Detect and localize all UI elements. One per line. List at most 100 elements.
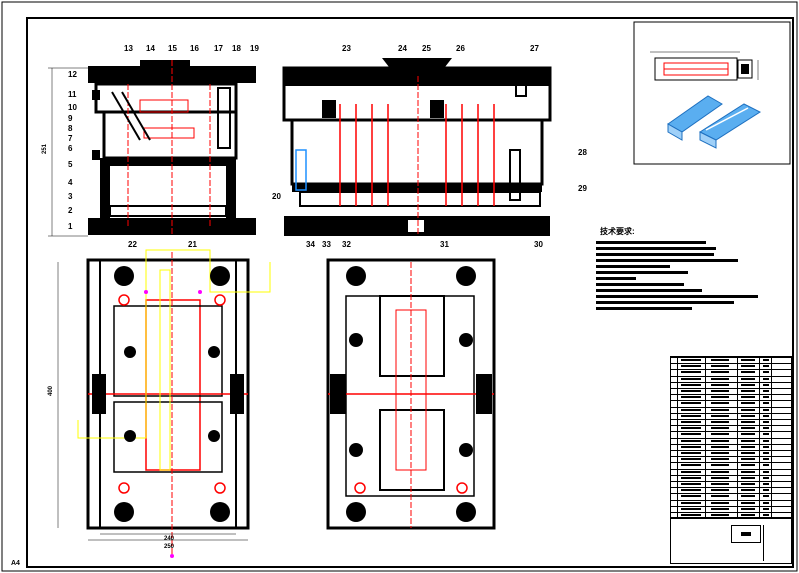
title-block: [670, 356, 792, 564]
parts-list-entry: [763, 501, 769, 504]
title-block-row-line: [671, 450, 791, 451]
parts-list-entry: [741, 396, 755, 399]
parts-list-entry: [681, 501, 701, 504]
parts-list-entry: [681, 371, 701, 374]
parts-list-entry: [763, 365, 769, 368]
part-number: 31: [440, 240, 449, 249]
title-block-sign-cell: [763, 525, 790, 561]
parts-list-entry: [741, 377, 755, 380]
title-block-row-line: [671, 369, 791, 371]
parts-list-entry: [711, 383, 729, 386]
part-number: 4: [68, 178, 73, 187]
parts-list-entry: [741, 433, 755, 436]
part-number: 9: [68, 114, 73, 123]
title-block-row-line: [671, 412, 791, 414]
parts-list-entry: [711, 470, 729, 473]
parts-list-entry: [681, 476, 701, 479]
parts-list-entry: [711, 476, 729, 479]
title-block-row-line: [671, 394, 791, 396]
note-line: [596, 265, 670, 268]
parts-list-entry: [711, 433, 729, 436]
title-block-row-line: [671, 474, 791, 476]
title-block-name-fill: [741, 532, 751, 536]
title-block-divider: [671, 517, 791, 519]
notes-title: 技术要求:: [600, 227, 635, 236]
parts-list-entry: [763, 464, 769, 467]
parts-list-entry: [681, 421, 701, 423]
part-number: 11: [68, 90, 77, 99]
note-line: [596, 283, 684, 286]
parts-list-entry: [681, 464, 701, 467]
parts-list-entry: [741, 501, 755, 504]
parts-list-entry: [741, 402, 755, 405]
title-block-row-line: [671, 381, 791, 383]
parts-list-entry: [741, 452, 755, 454]
parts-list-entry: [763, 371, 769, 374]
note-line: [596, 277, 636, 280]
part-number: 2: [68, 206, 73, 215]
part-number: 7: [68, 134, 73, 143]
title-block-row-line: [671, 462, 791, 464]
parts-list-entry: [741, 507, 755, 510]
parts-list-entry: [763, 414, 769, 417]
title-block-row-line: [671, 375, 791, 377]
title-block-row-line: [671, 437, 791, 439]
parts-list-entry: [711, 359, 729, 361]
title-block-row-line: [671, 419, 791, 420]
part-number: 12: [68, 70, 77, 79]
parts-list-entry: [741, 439, 755, 442]
parts-list-entry: [681, 514, 701, 516]
title-block-row-line: [671, 431, 791, 433]
part-number: 19: [250, 44, 259, 53]
title-block-row-line: [671, 456, 791, 458]
parts-list-entry: [741, 359, 755, 361]
parts-list-entry: [763, 445, 769, 448]
title-block-row-line: [671, 505, 791, 507]
part-number: 32: [342, 240, 351, 249]
part-number: 34: [306, 240, 315, 249]
parts-list-entry: [711, 507, 729, 510]
parts-list-entry: [741, 458, 755, 461]
parts-list-entry: [681, 402, 701, 405]
left-section-view: [48, 60, 256, 237]
title-block-column-line: [677, 357, 678, 517]
parts-list-entry: [763, 427, 769, 430]
parts-list-entry: [681, 439, 701, 442]
parts-list-entry: [681, 489, 701, 492]
note-line: [596, 289, 702, 292]
parts-list-entry: [681, 433, 701, 436]
parts-list-entry: [741, 464, 755, 467]
parts-list-entry: [711, 452, 729, 454]
parts-list-entry: [741, 383, 755, 386]
part-number: 25: [422, 44, 431, 53]
parts-list-entry: [681, 365, 701, 368]
part-number: 1: [68, 222, 73, 231]
parts-list-entry: [763, 383, 769, 386]
title-block-row-line: [671, 425, 791, 427]
parts-list-entry: [711, 371, 729, 374]
parts-list-entry: [711, 495, 729, 498]
part-number: 20: [272, 192, 281, 201]
part-number: 13: [124, 44, 133, 53]
parts-list-entry: [681, 408, 701, 411]
dimension-plan-width-inner: 240: [164, 536, 175, 542]
parts-list-entry: [763, 439, 769, 442]
part-number: 5: [68, 160, 73, 169]
part-number: 18: [232, 44, 241, 53]
parts-list-entry: [681, 470, 701, 473]
parts-list-entry: [741, 414, 755, 417]
parts-list-entry: [763, 495, 769, 498]
parts-list-entry: [711, 483, 729, 485]
parts-list-entry: [741, 495, 755, 498]
right-plan-view: [326, 258, 496, 530]
parts-list-entry: [711, 365, 729, 368]
note-line: [596, 271, 688, 274]
parts-list-entry: [711, 489, 729, 492]
parts-list-entry: [763, 476, 769, 479]
parts-list-entry: [681, 390, 701, 392]
parts-list-entry: [763, 507, 769, 510]
dimension-section-height: 251: [42, 143, 49, 155]
parts-list-entry: [741, 390, 755, 392]
dimension-plan-width-outer: 250: [164, 544, 175, 550]
